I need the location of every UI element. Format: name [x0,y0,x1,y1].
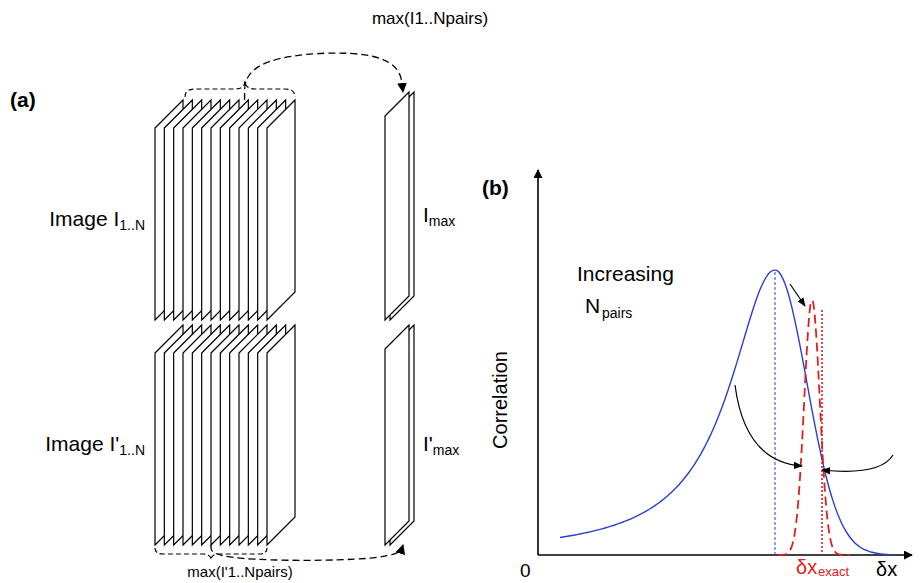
image-label: I'max [423,433,459,458]
image-slice [267,325,295,545]
annotation: Increasing [577,262,674,285]
max-image: I'max [385,325,415,545]
image-slice [385,325,409,545]
correlation-curve [778,301,850,555]
max-image: Imax [385,92,415,320]
subscript: 1..N [119,442,145,458]
trend-arrow [822,455,893,471]
y-axis [537,170,539,555]
image-slice [267,100,295,320]
subscript: pairs [602,306,632,321]
max-projection-arrow [211,545,403,560]
image-stack: Image I'1..N [155,325,295,545]
x-axis [538,554,912,556]
peak-marker [775,272,776,555]
image-label: Imax [423,204,455,229]
max-projection-arrow [245,53,403,100]
panel-letter: (b) [482,176,509,199]
stack-outline [155,100,295,320]
subscript: max [433,442,459,458]
image-label: Image I'1..N [45,433,145,458]
image-slice [385,92,409,320]
image-name: I [423,203,429,226]
slab-outline [385,325,415,545]
axis-title: δx [876,558,897,580]
image-name: Image I' [45,432,119,455]
subscript: exact [818,565,849,579]
trend-arrow [790,284,805,306]
correlation-curve [560,270,890,554]
axis-title: Correlation [489,351,511,449]
image-name: Image I [49,207,119,230]
stack-outline [155,325,295,545]
subscript: 1..N [119,217,145,233]
edge-label: max(I1..Npairs) [372,10,488,29]
image-label: Image I1..N [49,208,145,233]
panel-letter: (a) [10,88,36,111]
subscript: max [429,213,455,229]
image-name: I' [423,432,433,455]
edge-label: max(I'1..Npairs) [187,564,292,581]
axis-origin: 0 [520,561,531,582]
exact-shift: δx [796,556,817,578]
annotation: N [585,294,600,317]
stack-bracket [185,81,295,97]
slab-outline [385,92,415,320]
image-stack: Image I1..N [155,100,295,320]
trend-arrow [735,385,802,466]
